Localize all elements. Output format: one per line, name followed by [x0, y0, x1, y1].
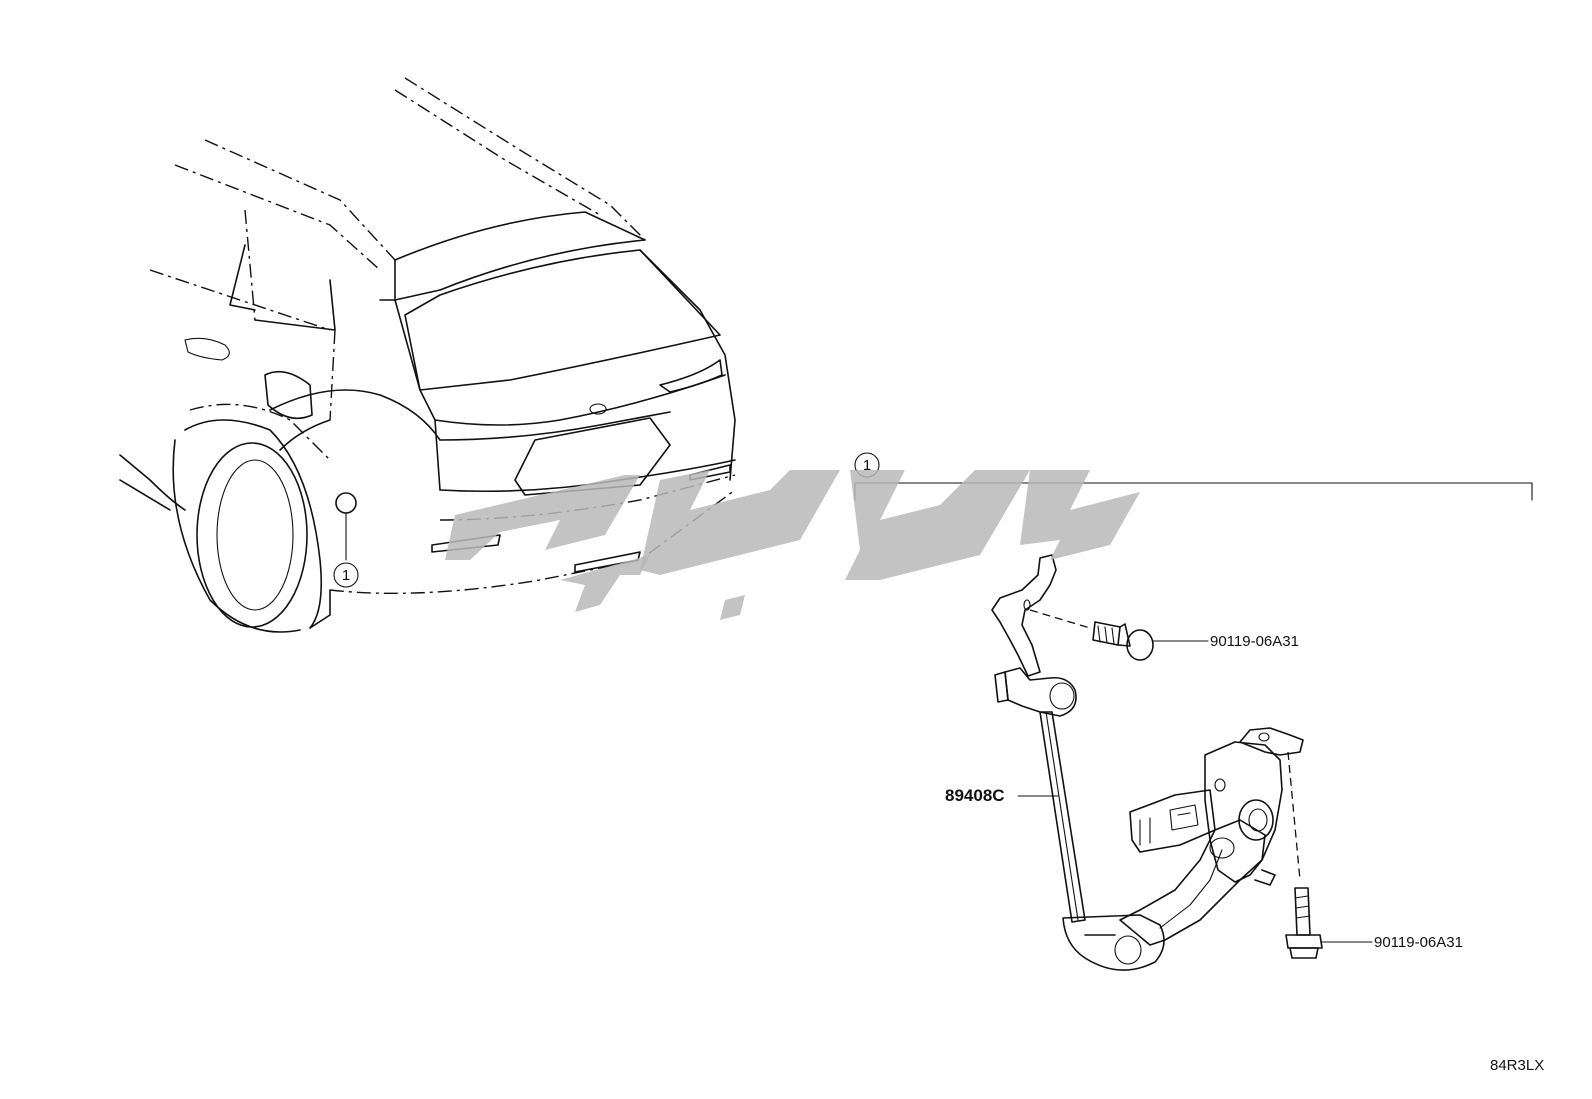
- vehicle-callout: 1: [333, 562, 359, 588]
- group-callout-number: 1: [863, 457, 871, 474]
- bolt-upper-part-number: 90119-06A31: [1210, 633, 1299, 650]
- sensor-label: 89408C: [945, 786, 1059, 805]
- bolt-upper: 90119-06A31: [1029, 609, 1299, 661]
- sensor-part-number: 89408C: [945, 786, 1005, 805]
- diagram-code: 84R3LX: [1490, 1057, 1544, 1074]
- vehicle-callout-number: 1: [342, 567, 350, 584]
- watermark-logo: [445, 470, 1140, 620]
- height-sensor-assembly: [991, 554, 1304, 971]
- bolt-lower-part-number: 90119-06A31: [1374, 934, 1463, 951]
- bolt-lower: 90119-06A31: [1285, 751, 1463, 959]
- vehicle-outline: [119, 77, 736, 633]
